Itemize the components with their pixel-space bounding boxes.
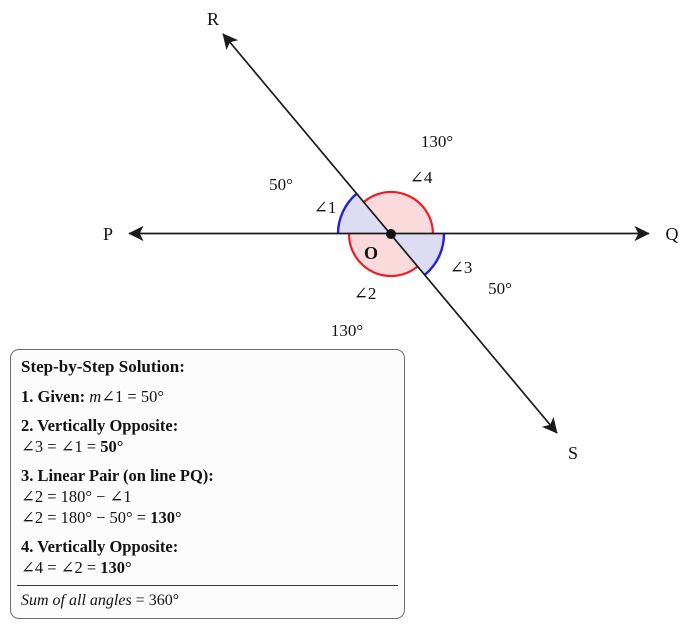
step-4-equation: ∠4 = ∠2 = 130° bbox=[21, 557, 394, 578]
step-4-heading: 4. Vertically Opposite: bbox=[21, 537, 179, 556]
step-1-math-rest: ∠1 = 50° bbox=[101, 387, 164, 406]
label-S: S bbox=[568, 443, 578, 463]
label-O: O bbox=[364, 243, 378, 263]
step-3-heading: 3. Linear Pair (on line PQ): bbox=[21, 466, 214, 485]
solution-divider bbox=[17, 585, 398, 586]
label-Q: Q bbox=[666, 224, 679, 244]
point-O-dot bbox=[386, 229, 396, 239]
solution-step-4: 4. Vertically Opposite: ∠4 = ∠2 = 130° bbox=[21, 536, 394, 578]
solution-box: Step-by-Step Solution: 1. Given: m∠1 = 5… bbox=[10, 349, 405, 619]
step-3-equation-2-pre: ∠2 = 180° − 50° = bbox=[21, 508, 151, 527]
solution-step-3: 3. Linear Pair (on line PQ): ∠2 = 180° −… bbox=[21, 465, 394, 528]
step-2-equation-pre: ∠3 = ∠1 = bbox=[21, 437, 101, 456]
solution-footer-math: = 360° bbox=[131, 592, 180, 609]
label-angle1: ∠1 bbox=[314, 198, 337, 217]
solution-title: Step-by-Step Solution: bbox=[21, 357, 185, 376]
measure-angle4: 130° bbox=[421, 132, 453, 151]
step-3-equation-2: ∠2 = 180° − 50° = 130° bbox=[21, 507, 394, 528]
step-1-heading: 1. Given: bbox=[21, 387, 86, 406]
step-2-heading: 2. Vertically Opposite: bbox=[21, 416, 179, 435]
step-1-math-var: m bbox=[89, 387, 102, 406]
solution-step-1: 1. Given: m∠1 = 50° bbox=[21, 386, 394, 407]
measure-angle1: 50° bbox=[269, 175, 293, 194]
solution-footer-text: Sum of all angles bbox=[21, 592, 132, 609]
step-2-equation-result: 50° bbox=[100, 437, 124, 456]
step-3-equation-1: ∠2 = 180° − ∠1 bbox=[21, 486, 394, 507]
label-R: R bbox=[207, 9, 219, 29]
solution-footer: Sum of all angles = 360° bbox=[21, 590, 394, 611]
label-P: P bbox=[103, 224, 113, 244]
measure-angle2: 130° bbox=[331, 321, 363, 340]
label-angle4: ∠4 bbox=[410, 168, 433, 187]
solution-step-2: 2. Vertically Opposite: ∠3 = ∠1 = 50° bbox=[21, 415, 394, 457]
step-4-equation-result: 130° bbox=[100, 558, 132, 577]
step-3-equation-2-result: 130° bbox=[150, 508, 182, 527]
label-angle2: ∠2 bbox=[354, 284, 377, 303]
step-3-equation-1-pre: ∠2 = 180° − ∠1 bbox=[21, 487, 132, 506]
label-angle3: ∠3 bbox=[450, 258, 473, 277]
step-2-equation: ∠3 = ∠1 = 50° bbox=[21, 436, 394, 457]
measure-angle3: 50° bbox=[488, 279, 512, 298]
step-1-math: m∠1 = 50° bbox=[89, 387, 164, 406]
step-4-equation-pre: ∠4 = ∠2 = bbox=[21, 558, 101, 577]
